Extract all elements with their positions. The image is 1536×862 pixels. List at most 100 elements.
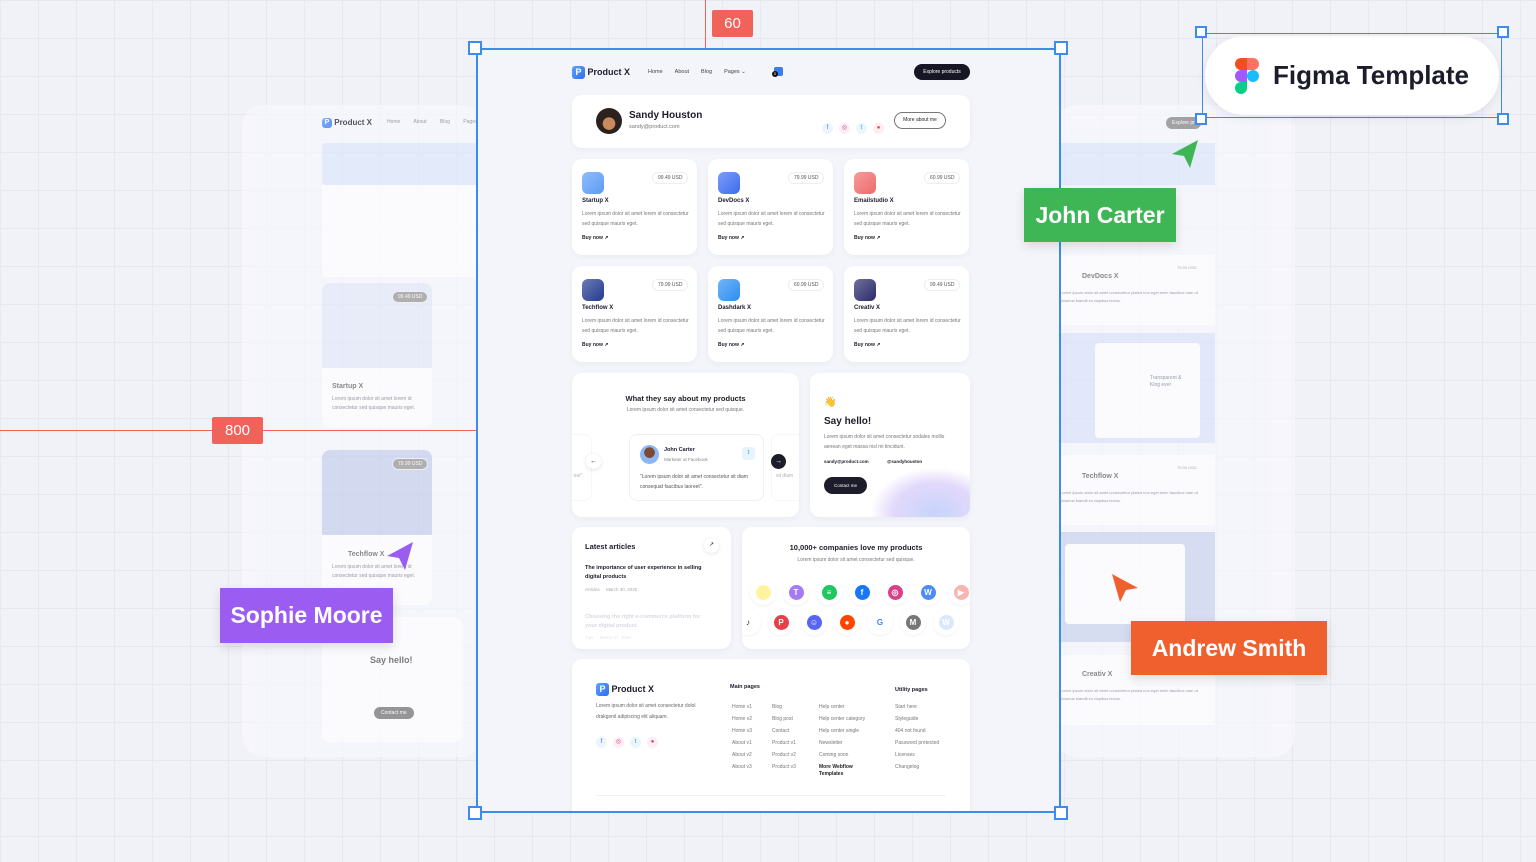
- footer-link[interactable]: Help center: [819, 704, 845, 710]
- buy-now-link[interactable]: Buy now ↗: [718, 235, 745, 241]
- nav-home[interactable]: Home: [648, 69, 663, 75]
- cart-icon[interactable]: 0: [772, 67, 783, 77]
- testimonials-card: What they say about my products Lorem ip…: [572, 373, 799, 517]
- footer-link[interactable]: Contact: [772, 728, 790, 734]
- arrow-up-right-icon: ↗: [604, 235, 609, 241]
- footer-link[interactable]: Changelog: [895, 764, 920, 770]
- article-title[interactable]: The importance of user experience in sel…: [585, 565, 702, 580]
- product-card[interactable]: 99.49 USD Startup X Lorem ipsum dolor si…: [572, 159, 697, 255]
- right-mock-card-2: Techflow X 79.99 USD Lorem ipsum dolor s…: [1055, 455, 1215, 525]
- resize-handle-bl[interactable]: [468, 806, 482, 820]
- instagram-icon[interactable]: ◎: [613, 737, 624, 748]
- external-link-button[interactable]: ↗: [704, 538, 719, 553]
- dribbble-icon[interactable]: ●: [873, 123, 884, 134]
- chevron-down-icon: ⌄: [741, 69, 746, 75]
- badge-handle[interactable]: [1195, 113, 1207, 125]
- app-icon: [582, 279, 604, 301]
- nav-blog[interactable]: Blog: [701, 69, 713, 75]
- figma-logo-icon: [1235, 57, 1259, 94]
- footer-link[interactable]: Coming soon: [819, 752, 849, 758]
- product-card[interactable]: 79.99 USD Techflow X Lorem ipsum dolor s…: [572, 266, 697, 362]
- price-text: 79.99 USD: [1177, 265, 1197, 270]
- footer-link[interactable]: Product v1: [772, 740, 796, 746]
- buy-now-link[interactable]: Buy now ↗: [582, 342, 609, 348]
- resize-handle-tr[interactable]: [1054, 41, 1068, 55]
- selected-frame[interactable]: P Product X Home About Blog Pages ⌄ 0 Ex…: [476, 48, 1061, 813]
- buy-now-link[interactable]: Buy now ↗: [854, 342, 881, 348]
- footer-link[interactable]: Home v2: [732, 716, 753, 722]
- footer-link[interactable]: Home v3: [732, 728, 753, 734]
- nav-pages[interactable]: Pages ⌄: [724, 69, 746, 75]
- buy-now-link[interactable]: Buy now ↗: [854, 235, 881, 241]
- product-card[interactable]: 79.99 USD DevDocs X Lorem ipsum dolor si…: [708, 159, 833, 255]
- tiktok-logo-icon: ♪: [742, 609, 761, 635]
- footer-link[interactable]: Help center category: [819, 716, 866, 722]
- footer-link[interactable]: Start here: [895, 704, 917, 710]
- footer-text: Lorem ipsum dolor sit amet consectetur d…: [596, 703, 696, 720]
- article-category: Tips: [585, 635, 594, 640]
- product-title: Creativ X: [1082, 671, 1113, 678]
- product-title: Dashdark X: [718, 305, 752, 311]
- buy-now-link[interactable]: Buy now ↗: [582, 235, 609, 241]
- footer-link[interactable]: Product v2: [772, 752, 796, 758]
- resize-handle-br[interactable]: [1054, 806, 1068, 820]
- product-title: Startup X: [582, 198, 609, 204]
- hello-email[interactable]: sandy@product.com: [824, 459, 869, 464]
- explore-products-button[interactable]: Explore products: [914, 64, 970, 80]
- footer-link[interactable]: Newsletter: [819, 740, 843, 746]
- badge-handle[interactable]: [1497, 26, 1509, 38]
- footer-link[interactable]: Licenses: [895, 752, 915, 758]
- price-badge: 99.49 USD: [652, 172, 689, 184]
- testimonial-role: Marketer at Facebook: [664, 457, 708, 462]
- footer-link[interactable]: Product v3: [772, 764, 796, 770]
- footer-link[interactable]: Home v1: [732, 704, 753, 710]
- footer-link[interactable]: About v1: [732, 740, 752, 746]
- product-title: DevDocs X: [1082, 273, 1119, 280]
- nav-about[interactable]: About: [674, 69, 690, 75]
- companies-title: 10,000+ companies love my products: [789, 543, 923, 552]
- footer-link[interactable]: Blog post: [772, 716, 793, 722]
- facebook-icon[interactable]: f: [822, 123, 833, 134]
- footer-link[interactable]: 404 not found: [895, 728, 926, 734]
- john-carter-cursor-label: John Carter: [1024, 188, 1176, 242]
- price-badge: 79.99 USD: [652, 279, 689, 291]
- footer-link[interactable]: About v2: [732, 752, 752, 758]
- arrow-up-right-icon: ↗: [876, 342, 881, 348]
- footer-link[interactable]: About v3: [732, 764, 752, 770]
- twitter-icon[interactable]: t: [856, 123, 867, 134]
- testimonial-quote: "Lorem ipsum dolor sit amet consectetur …: [640, 474, 748, 490]
- product-card[interactable]: 60.99 USD Emailstudio X Lorem ipsum dolo…: [844, 159, 969, 255]
- price-badge: 99.49 USD: [924, 279, 961, 291]
- facebook-icon[interactable]: f: [596, 737, 607, 748]
- hello-handle[interactable]: @sandyhouston: [887, 459, 923, 464]
- main-pages-title: Main pages: [730, 684, 760, 690]
- footer-link[interactable]: Help center single: [819, 728, 860, 734]
- brand[interactable]: P Product X: [572, 66, 630, 79]
- footer-brand[interactable]: P Product X: [596, 683, 654, 696]
- badge-handle[interactable]: [1195, 26, 1207, 38]
- article-title[interactable]: Choosing the right e-commerce platform f…: [585, 614, 701, 629]
- product-desc: Lorem ipsum dolor sit amet lorem id cons…: [332, 396, 416, 411]
- profile-card: Sandy Houston sandy@product.com f◎t● Mor…: [572, 95, 970, 148]
- footer-link[interactable]: Blog: [772, 704, 783, 710]
- product-card[interactable]: 99.49 USD Creativ X Lorem ipsum dolor si…: [844, 266, 969, 362]
- buy-now-link[interactable]: Buy now ↗: [718, 342, 745, 348]
- resize-handle-tl[interactable]: [468, 41, 482, 55]
- instagram-icon[interactable]: ◎: [839, 123, 850, 134]
- footer-link[interactable]: Styleguide: [895, 716, 919, 722]
- twitter-icon[interactable]: t: [630, 737, 641, 748]
- footer-link-more-templates[interactable]: More Webflow Templates: [819, 764, 853, 777]
- badge-handle[interactable]: [1497, 113, 1509, 125]
- dribbble-icon[interactable]: ●: [647, 737, 658, 748]
- contact-me-button[interactable]: Contact me: [824, 477, 867, 494]
- product-card[interactable]: 60.99 USD Dashdark X Lorem ipsum dolor s…: [708, 266, 833, 362]
- contact-button[interactable]: Contact me: [374, 707, 414, 719]
- more-about-me-button[interactable]: More about me: [894, 112, 946, 129]
- explore-button[interactable]: Explore pr: [1166, 117, 1201, 129]
- footer-link[interactable]: Password protected: [895, 740, 940, 746]
- companies-subtitle: Lorem ipsum dolor sit amet consectetur s…: [797, 557, 915, 563]
- app-icon: [854, 279, 876, 301]
- arrow-up-right-icon: ↗: [604, 342, 609, 348]
- arrow-left-button[interactable]: ←: [586, 454, 601, 469]
- arrow-right-button[interactable]: →: [771, 454, 786, 469]
